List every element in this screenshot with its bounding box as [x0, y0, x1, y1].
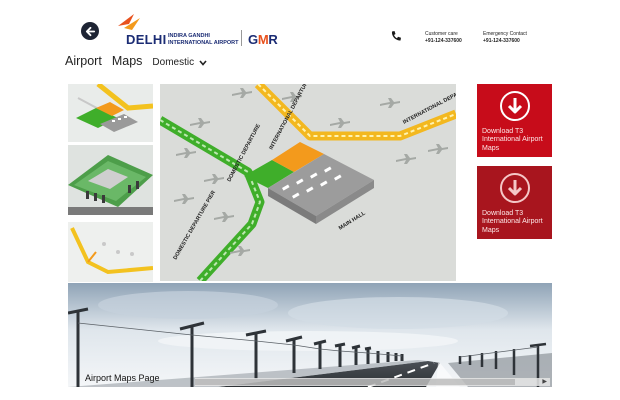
phone-icon — [391, 31, 401, 41]
download-maps-tile-1[interactable]: Download T3 International Airport Maps — [477, 84, 552, 157]
partner-logo: GMR — [248, 32, 278, 47]
terminal-dropdown-value: Domestic — [152, 57, 195, 68]
terminal-map[interactable]: DOMESTIC DEPARTURE INTERNATIONAL DEPARTU… — [160, 84, 456, 281]
logo-divider — [241, 30, 242, 46]
customer-care-number[interactable]: +91-124-337600 — [425, 38, 462, 44]
back-button[interactable] — [81, 22, 99, 40]
runway-photo — [68, 283, 552, 387]
map-thumbnail-1[interactable] — [68, 84, 153, 142]
download-maps-tile-2-label: Download T3 International Airport Maps — [482, 209, 543, 234]
download-icon — [499, 173, 530, 203]
arrow-left-icon — [85, 26, 95, 36]
terminal-dropdown[interactable]: Domestic — [152, 57, 207, 68]
map-thumbnail-2[interactable] — [68, 145, 153, 215]
emergency-contact-label: Emergency Contact — [483, 31, 527, 37]
page-nav: Airport Maps Domestic — [65, 54, 207, 70]
chevron-down-icon — [199, 59, 207, 66]
airport-logo: DELHI INDIRA GANDHI INTERNATIONAL AIRPOR… — [114, 12, 284, 48]
arrow-right-icon[interactable]: ▶ — [542, 379, 547, 385]
scrollbar-thumb[interactable] — [195, 379, 515, 385]
page-caption: Airport Maps Page — [85, 373, 160, 383]
logo-subtitle: INDIRA GANDHI INTERNATIONAL AIRPORT — [168, 33, 239, 46]
horizontal-scrollbar[interactable]: ▶ — [195, 378, 550, 386]
emergency-contact-number[interactable]: +91-124-337600 — [483, 38, 520, 44]
map-thumbnail-3[interactable] — [68, 222, 153, 282]
emergency-contact: Emergency Contact +91-124-337600 — [483, 31, 527, 45]
download-icon — [499, 91, 530, 121]
logo-mark-icon — [118, 14, 140, 30]
page-section: Maps — [111, 54, 143, 68]
aircraft-icons — [174, 88, 448, 256]
customer-care-label: Customer care — [425, 31, 458, 37]
download-maps-tile-1-label: Download T3 International Airport Maps — [482, 127, 543, 152]
customer-care: Customer care +91-124-337600 — [425, 31, 462, 45]
logo-word: DELHI — [126, 32, 167, 47]
page-title: Airport — [65, 54, 102, 68]
download-maps-tile-2[interactable]: Download T3 International Airport Maps — [477, 166, 552, 239]
